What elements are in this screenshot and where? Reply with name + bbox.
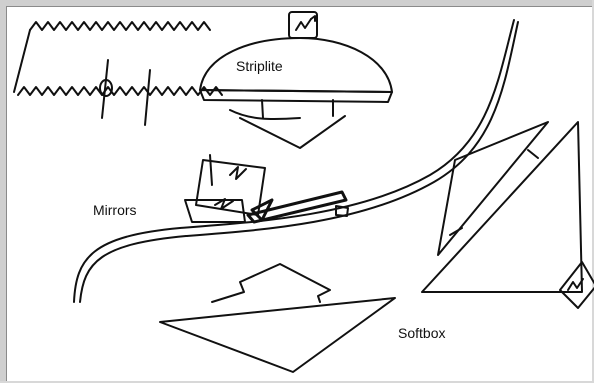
frame-border-right: [592, 0, 594, 383]
frame-border-top: [0, 0, 594, 6]
label-softbox: Softbox: [398, 325, 446, 341]
zigzag-strip-light: [13, 21, 223, 126]
reflector-curve: [73, 19, 515, 303]
frame-border-bottom: [0, 381, 594, 383]
lamp-symbol: [295, 18, 312, 31]
label-mirrors: Mirrors: [93, 202, 137, 218]
striplite-dome: [199, 11, 393, 149]
softbox-sketch: [159, 263, 396, 373]
mirrors-sketch: [184, 154, 349, 224]
frame-border-left: [0, 0, 6, 383]
canvas-inner-edge: [6, 6, 592, 381]
lamp-box: [559, 261, 594, 309]
triangle-reflector: [421, 121, 594, 309]
striplite-arrow: [239, 115, 346, 149]
label-striplite: Striplite: [236, 58, 283, 74]
